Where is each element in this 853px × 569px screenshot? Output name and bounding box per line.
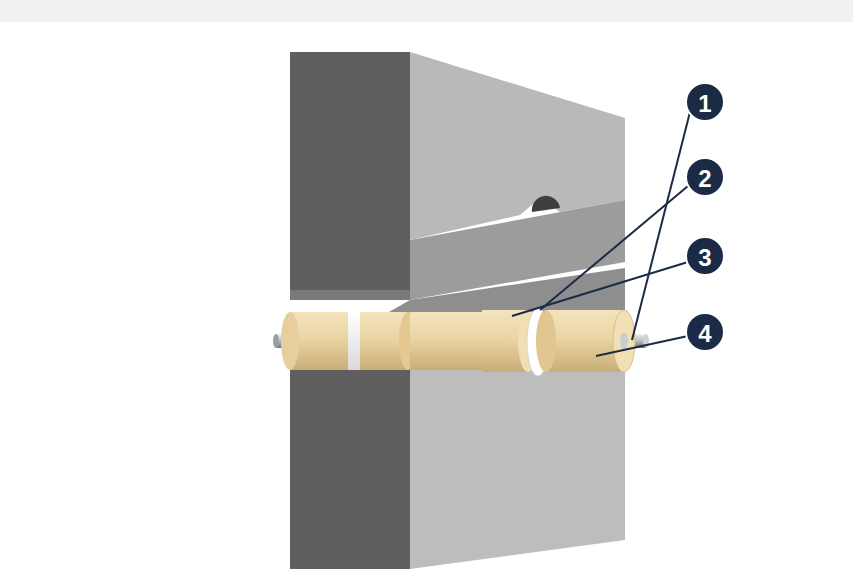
- block-notch: [532, 196, 560, 212]
- top-band: [0, 0, 853, 22]
- callout-number: 4: [685, 312, 725, 352]
- callout-number: 2: [685, 157, 725, 197]
- insulation-sleeve: [546, 310, 624, 372]
- leader-line: [512, 262, 688, 316]
- callout-number: 3: [685, 236, 725, 276]
- upper-block-front: [290, 52, 410, 300]
- sleeve-end: [536, 310, 556, 372]
- pipe-end: [273, 334, 279, 348]
- pipe-in-sleeve: [620, 333, 628, 349]
- sleeve-end: [613, 310, 635, 372]
- lower-block-front: [290, 368, 410, 569]
- callout-number: 1: [685, 82, 725, 122]
- leader-line: [540, 186, 688, 310]
- sleeve-end: [281, 312, 299, 370]
- sealing-ring: [348, 312, 360, 370]
- leader-line: [596, 336, 688, 356]
- leader-lines: [512, 112, 690, 356]
- upper-block-edge: [290, 290, 410, 300]
- insulation-sleeve: [410, 312, 482, 370]
- insulation-sleeves: [281, 308, 635, 376]
